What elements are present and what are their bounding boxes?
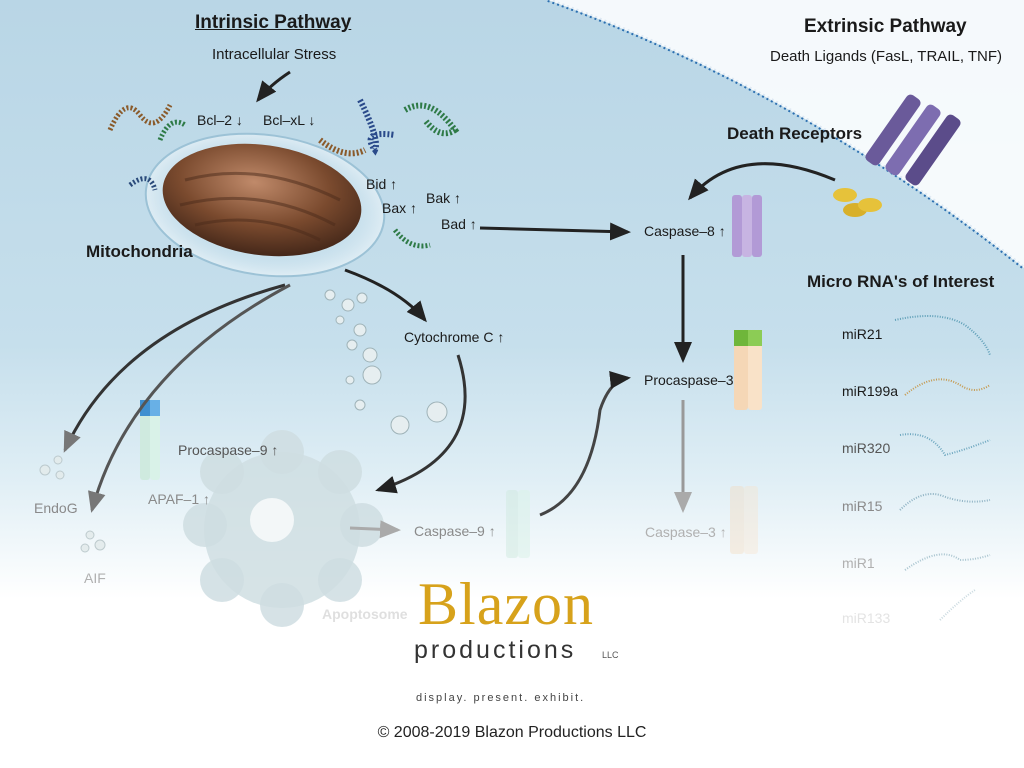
procaspase3-label: Procaspase–3 bbox=[644, 372, 734, 388]
bcl2-protein-icon bbox=[110, 105, 170, 130]
bax-label: Bax ↑ bbox=[382, 200, 417, 216]
caspase9-label: Caspase–9 ↑ bbox=[414, 523, 496, 539]
bcl2-label: Bcl–2 ↓ bbox=[197, 112, 243, 128]
intrinsic-arrow bbox=[258, 72, 290, 100]
mir15-strand bbox=[900, 494, 990, 510]
mito-to-cytochrome-arrow bbox=[345, 270, 425, 320]
bid-protein-icon bbox=[360, 100, 395, 150]
cytochrome-c-bubbles bbox=[325, 290, 447, 434]
mitochondria-label: Mitochondria bbox=[86, 242, 193, 262]
copyright-notice: © 2008-2019 Blazon Productions LLC bbox=[0, 724, 1024, 742]
bad-label: Bad ↑ bbox=[441, 216, 477, 232]
apoptosome-label: Apoptosome bbox=[322, 606, 408, 622]
mirna-item-mir1: miR1 bbox=[842, 555, 875, 571]
mirna-item-mir15: miR15 bbox=[842, 498, 882, 514]
brand-llc: LLC bbox=[602, 650, 619, 660]
bclxl-label: Bcl–xL ↓ bbox=[263, 112, 315, 128]
mir21-strand bbox=[895, 316, 990, 355]
caspase8-label: Caspase–8 ↑ bbox=[644, 223, 726, 239]
procaspase9-icon bbox=[140, 400, 160, 480]
bid-label: Bid ↑ bbox=[366, 176, 397, 192]
cytochrome-c-label: Cytochrome C ↑ bbox=[404, 329, 504, 345]
mirna-item-mir199a: miR199a bbox=[842, 383, 898, 399]
endog-label: EndoG bbox=[34, 500, 78, 516]
caspase3-label: Caspase–3 ↑ bbox=[645, 524, 727, 540]
brand-tagline: display. present. exhibit. bbox=[416, 692, 585, 704]
bak-label: Bak ↑ bbox=[426, 190, 461, 206]
intrinsic-subtitle: Intracellular Stress bbox=[212, 46, 336, 63]
mirna-item-mir21: miR21 bbox=[842, 326, 882, 342]
mirna-item-mir133: miR133 bbox=[842, 610, 890, 626]
caspase3-icon bbox=[730, 486, 758, 554]
bad-to-caspase8-arrow bbox=[480, 228, 628, 232]
caspase9-icon bbox=[506, 490, 530, 558]
mir320-strand bbox=[900, 434, 990, 455]
extrinsic-title: Extrinsic Pathway bbox=[804, 16, 967, 38]
brand-productions: productions bbox=[414, 636, 576, 665]
apaf1-label: APAF–1 ↑ bbox=[148, 491, 210, 507]
death-receptors-label: Death Receptors bbox=[727, 124, 862, 144]
caspase8-icon bbox=[732, 195, 762, 257]
mir1-strand bbox=[905, 554, 990, 570]
procaspase9-label: Procaspase–9 ↑ bbox=[178, 442, 278, 458]
aif-label: AIF bbox=[84, 570, 106, 586]
microrna-title: Micro RNA's of Interest bbox=[807, 272, 994, 292]
procaspase3-icon bbox=[734, 330, 762, 410]
mir133-strand bbox=[940, 590, 975, 620]
caspase9-to-procaspase3-arrow bbox=[540, 378, 628, 515]
receptor-to-caspase8-arrow bbox=[690, 164, 835, 198]
extrinsic-subtitle: Death Ligands (FasL, TRAIL, TNF) bbox=[770, 48, 1002, 65]
brand-logo: Blazon bbox=[418, 570, 594, 639]
mir199a-strand bbox=[905, 379, 990, 395]
mirna-item-mir320: miR320 bbox=[842, 440, 890, 456]
intrinsic-title: Intrinsic Pathway bbox=[195, 12, 351, 34]
apoptosome-to-caspase9-arrow bbox=[350, 528, 398, 530]
